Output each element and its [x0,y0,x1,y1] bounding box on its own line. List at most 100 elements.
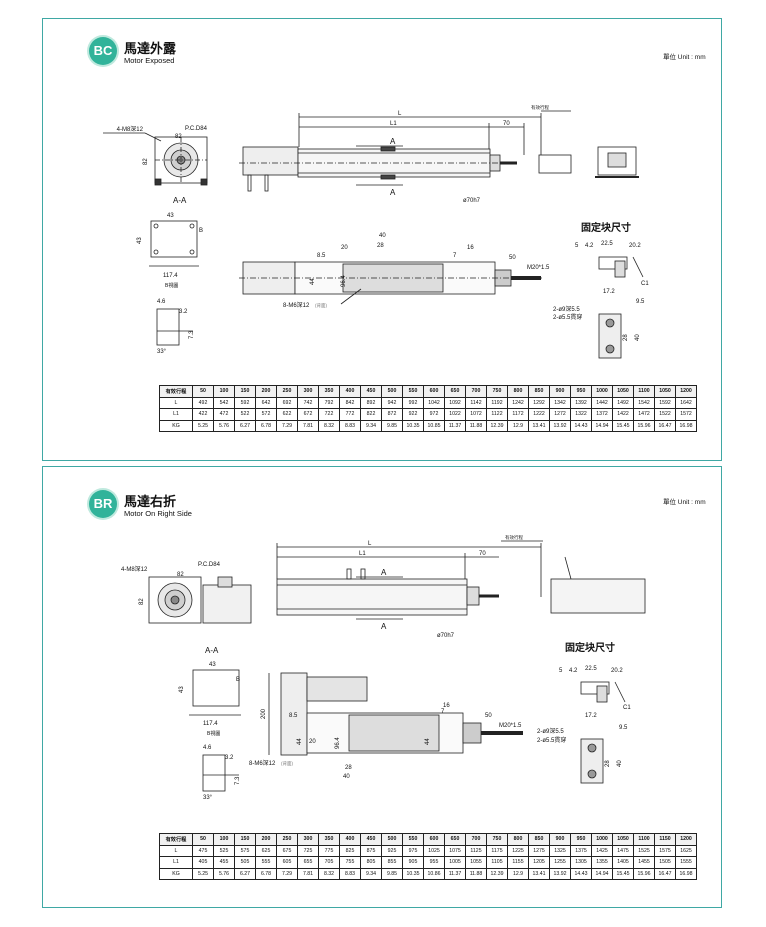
table-cell: 1305 [570,856,592,869]
model-badge: BR [89,490,117,518]
table-header-cell: 450 [360,833,382,846]
table-header-cell: 200 [255,385,277,398]
table-cell: 642 [255,396,277,409]
table-cell: 1275 [528,844,550,857]
table-header-cell: 150 [234,385,256,398]
dim-m20: M20*1.5 [499,723,522,729]
fix-20-2: 20.2 [629,243,641,249]
table-header-cell: 900 [549,385,571,398]
table-cell: 9.34 [360,867,382,880]
table-header-cell: 100 [213,385,235,398]
table-header-cell: 750 [486,833,508,846]
table-header-cell: 350 [318,833,340,846]
table-cell: 10.35 [402,419,424,432]
table-cell: 15.45 [612,419,634,432]
table-cell: 1075 [444,844,466,857]
fix-c1: C1 [641,281,649,287]
dim-pcd: P.C.D84 [185,126,208,132]
table-cell: 10.86 [423,867,445,880]
table-cell: 822 [360,408,382,421]
table-cell: 942 [381,396,403,409]
table-cell: 5.76 [213,419,235,432]
table-cell: 1142 [465,396,487,409]
table-cell: 7.81 [297,867,319,880]
technical-drawing: 4-M8深12 P.C.D84 82 82 A-A L L1 70 有效行程 A [103,104,649,359]
table-cell: 825 [339,844,361,857]
dim-96-4: 96.4 [335,737,341,749]
table-cell: 1372 [591,408,613,421]
dim-16: 16 [467,245,474,251]
table-cell: 1192 [486,396,508,409]
side-view: L L1 70 有效行程 A A ø70h7 [276,534,646,639]
table-cell: 905 [402,856,424,869]
table-cell: 492 [192,396,214,409]
table-cell: 7.29 [276,867,298,880]
dim-82-v: 82 [139,598,145,605]
fixture-title: 固定块尺寸 [565,643,615,654]
table-cell: 792 [318,396,340,409]
table-cell: L1 [159,408,193,421]
dim-m6: 8-M6深12 [249,759,276,767]
table-cell: 16.47 [654,867,676,880]
dim-L: L [398,111,402,117]
table-cell: 705 [318,856,340,869]
table-cell: 805 [360,856,382,869]
table-cell: 13.41 [528,867,550,880]
dim-44: 44 [310,278,316,285]
fix-c1: C1 [623,705,631,711]
table-cell: 1292 [528,396,550,409]
table-header-cell: 100 [213,833,235,846]
table-cell: 12.39 [486,867,508,880]
panel-motor-exposed: BC 馬達外露 Motor Exposed 單位 Unit : mm 4-M8深… [42,18,722,461]
table-header-cell: 950 [570,833,592,846]
dim-7: 7 [453,253,457,259]
table-cell: 975 [402,844,424,857]
table-cell: 1422 [612,408,634,421]
dim-200: 200 [261,708,267,719]
table-cell: 1272 [549,408,571,421]
front-end-view: 4-M8深12 P.C.D84 82 82 A-A [121,562,252,655]
b-view: 43 43 B 117.4 B視圖 [137,213,203,289]
table-header-cell: 800 [507,385,529,398]
unit-label: 單位 Unit : mm [663,54,706,61]
dim-117-4: 117.4 [203,721,218,727]
table-cell: 1475 [612,844,634,857]
table-header-cell: 50 [192,833,214,846]
table-cell: 955 [423,856,445,869]
table-cell: 972 [423,408,445,421]
table-cell: 13.92 [549,867,571,880]
dim-bolt: 4-M8深12 [121,565,148,573]
table-cell: 405 [192,856,214,869]
table-header-cell: 1100 [633,833,655,846]
table-cell: 1405 [612,856,634,869]
dim-3-2: 3.2 [179,309,188,315]
fix-28: 28 [605,760,611,767]
table-header-cell: 600 [423,385,445,398]
table-cell: 5.76 [213,867,235,880]
table-cell: 1375 [570,844,592,857]
table-cell: 14.43 [570,867,592,880]
table-cell: 692 [276,396,298,409]
dim-L: L [368,541,372,547]
table-cell: 1222 [528,408,550,421]
dim-bolt: 4-M8深12 [117,125,144,133]
table-cell: 10.85 [423,419,445,432]
panel-title-zh: 馬達外露 [124,41,177,56]
table-cell: 1325 [549,844,571,857]
dim-96-4: 96.4 [341,275,347,287]
table-header-cell: 700 [465,385,487,398]
table-cell: 572 [255,408,277,421]
table-cell: 505 [234,856,256,869]
fix-hole-2: 2-ø5.5貫穿 [537,736,566,744]
table-cell: 1575 [654,844,676,857]
table-cell: 455 [213,856,235,869]
table-cell: 9.85 [381,419,403,432]
fix-hole-1: 2-ø9深5.5 [553,305,580,313]
section-arrow-bottom: A [390,188,396,197]
section-arrow-top: A [381,568,387,577]
table-header-cell: 1000 [591,833,613,846]
dim-dia70: ø70h7 [437,633,455,639]
